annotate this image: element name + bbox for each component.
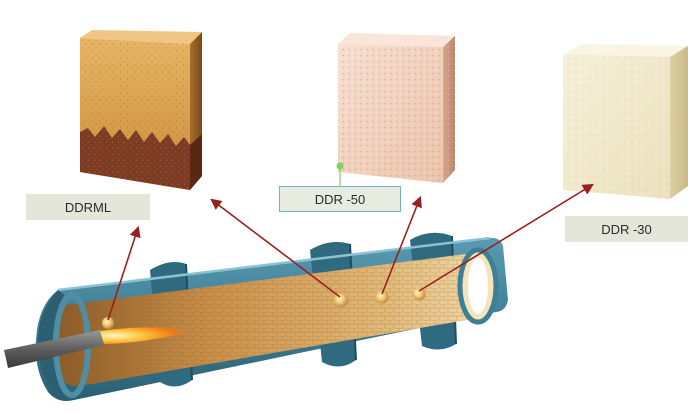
point-ddr-30 bbox=[412, 287, 426, 301]
label-ddr-50: DDR -50 bbox=[279, 186, 401, 212]
brick-ddr-30 bbox=[563, 44, 688, 199]
kiln-cylinder bbox=[35, 232, 508, 401]
arrows bbox=[107, 183, 594, 321]
arrow-to-ddrml-label bbox=[107, 225, 141, 321]
arrow-to-ddrml-brick bbox=[210, 198, 341, 298]
brick-ddrml bbox=[80, 30, 202, 190]
arrow-to-ddr50-brick bbox=[381, 195, 422, 295]
point-ddr-50 bbox=[375, 290, 389, 304]
point-ddrml bbox=[102, 317, 114, 329]
label-ddrml: DDRML bbox=[26, 194, 150, 220]
arrow-to-ddr30-brick bbox=[418, 183, 594, 292]
brick-ddr-50 bbox=[338, 33, 455, 183]
point-ddrml-2 bbox=[334, 293, 348, 307]
burner bbox=[4, 327, 195, 368]
label-ddr-30: DDR -30 bbox=[565, 216, 688, 242]
connector-dot bbox=[336, 162, 344, 170]
